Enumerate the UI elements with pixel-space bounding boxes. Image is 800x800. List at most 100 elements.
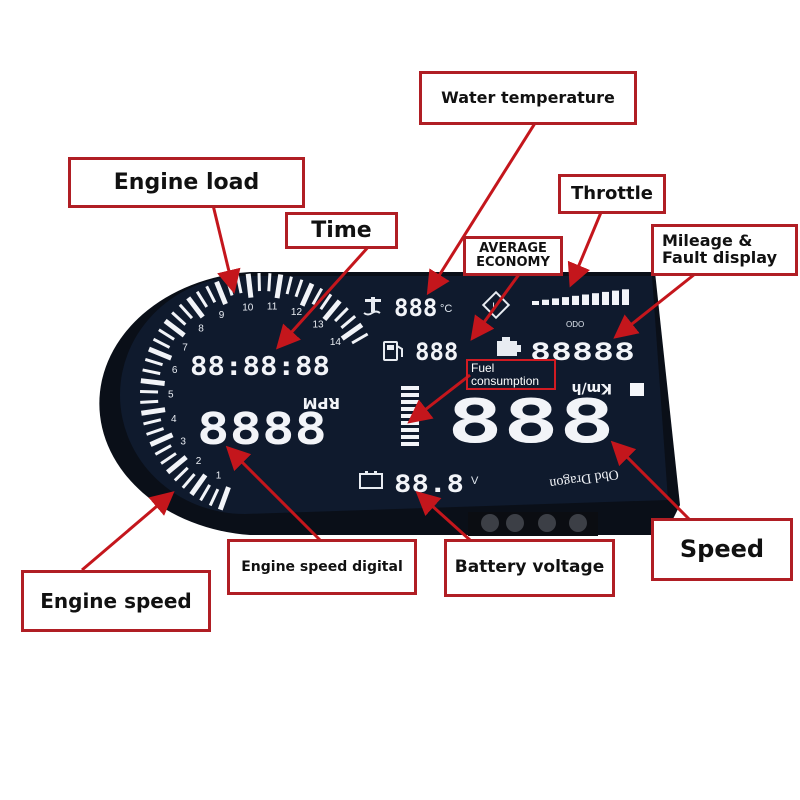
time-digits: 88:88:88 (190, 352, 330, 382)
light-sensor (630, 383, 644, 396)
callout-water-temperature: Water temperature (419, 71, 637, 125)
arrow-time (275, 243, 372, 350)
fuel-bar-segment (401, 400, 419, 404)
water-temp-digits: 888 (394, 294, 437, 322)
dial-number: 4 (171, 414, 177, 425)
dial-tick (154, 444, 172, 456)
rpm-dial-ticks (140, 272, 369, 511)
connector-ports (468, 512, 598, 536)
fuel-bar-segment (401, 435, 419, 439)
dial-tick (294, 279, 304, 298)
dial-tick (217, 486, 231, 511)
dial-tick (351, 332, 369, 345)
dial-tick (158, 328, 175, 341)
dial-tick (322, 299, 342, 322)
fuel-bar-segment (401, 421, 419, 425)
dial-number: 11 (267, 301, 278, 312)
dial-tick (340, 322, 364, 341)
arrow-speed (610, 440, 692, 522)
dial-number: 2 (196, 456, 202, 467)
dial-tick (142, 368, 161, 376)
throttle-segment (552, 298, 559, 305)
fuel-bar-segment (401, 386, 419, 390)
rpm-digits: 8888 (197, 404, 327, 455)
dial-tick (340, 315, 357, 329)
speed-digits: 888 (447, 387, 615, 457)
callout-fuel-consumption: Fuel consumption (466, 359, 556, 390)
arrow-fuel-consumption (407, 373, 471, 424)
callout-arrows (81, 119, 701, 572)
temp-unit: °C (440, 303, 452, 315)
arrow-battery-voltage (415, 490, 472, 542)
voltage-unit: V (471, 475, 479, 487)
callout-mileage-fault: Mileage & Fault display (651, 224, 798, 276)
speed-unit: Km/h (571, 380, 612, 396)
throttle-segment (582, 294, 589, 305)
throttle-segment (542, 299, 549, 305)
fuel-pump-icon (383, 341, 403, 361)
water-temp-icon (363, 297, 381, 316)
dial-tick (144, 357, 163, 367)
callout-engine-speed-digital: Engine speed digital (227, 539, 417, 595)
display-panel (120, 276, 668, 514)
arrow-engine-speed-digital (225, 445, 322, 542)
mileage-digits: 88888 (530, 338, 635, 366)
fuel-bar-segment (401, 407, 419, 411)
dial-tick (195, 290, 209, 308)
dial-tick (181, 473, 196, 489)
dial-number: 3 (180, 437, 186, 448)
dial-tick (285, 276, 293, 295)
dial-tick (146, 427, 165, 436)
engine-icon (497, 337, 521, 356)
dial-tick (140, 390, 159, 394)
dial-tick (140, 378, 165, 386)
fuel-bar-segment (401, 393, 419, 397)
dial-tick (160, 452, 177, 465)
callout-engine-load: Engine load (68, 157, 305, 208)
dial-tick (149, 432, 174, 447)
dial-number: 12 (291, 307, 303, 318)
fuel-bar-segment (401, 428, 419, 432)
throttle-bar (532, 289, 629, 305)
arrow-engine-load (211, 204, 241, 294)
callout-speed: Speed (651, 518, 793, 581)
arrow-average-economy (470, 272, 522, 341)
odo-label: ODO (566, 320, 584, 329)
dial-tick (143, 418, 162, 426)
dial-tick (319, 293, 333, 311)
dial-tick (173, 466, 189, 482)
dial-tick (299, 282, 315, 307)
dial-tick (166, 455, 188, 475)
dial-number: 1 (216, 470, 222, 481)
arrow-throttle (567, 209, 604, 288)
dial-tick (245, 273, 254, 298)
callout-time: Time (285, 212, 398, 249)
fuel-bar-segment (401, 442, 419, 446)
dial-number: 7 (182, 342, 188, 353)
dial-tick (140, 407, 166, 416)
dial-number: 9 (219, 310, 225, 321)
throttle-segment (572, 295, 579, 305)
dial-tick (178, 303, 194, 320)
callout-engine-speed: Engine speed (21, 570, 211, 632)
callout-battery-voltage: Battery voltage (444, 539, 615, 597)
throttle-segment (612, 290, 619, 305)
dial-tick (199, 484, 211, 502)
dial-number: 5 (168, 389, 174, 400)
dial-tick (189, 473, 208, 496)
dial-tick (163, 318, 186, 338)
economy-digits: 888 (415, 338, 458, 366)
voltage-digits: 88.8 (394, 470, 464, 498)
dial-number: 10 (242, 302, 254, 313)
dial-number: 13 (312, 319, 324, 330)
dial-tick (274, 274, 284, 299)
throttle-segment (602, 291, 609, 305)
dial-tick (311, 287, 324, 306)
dial-tick (205, 285, 217, 303)
throttle-segment (592, 293, 599, 305)
throttle-segment (562, 297, 569, 305)
throttle-segment (532, 301, 539, 305)
